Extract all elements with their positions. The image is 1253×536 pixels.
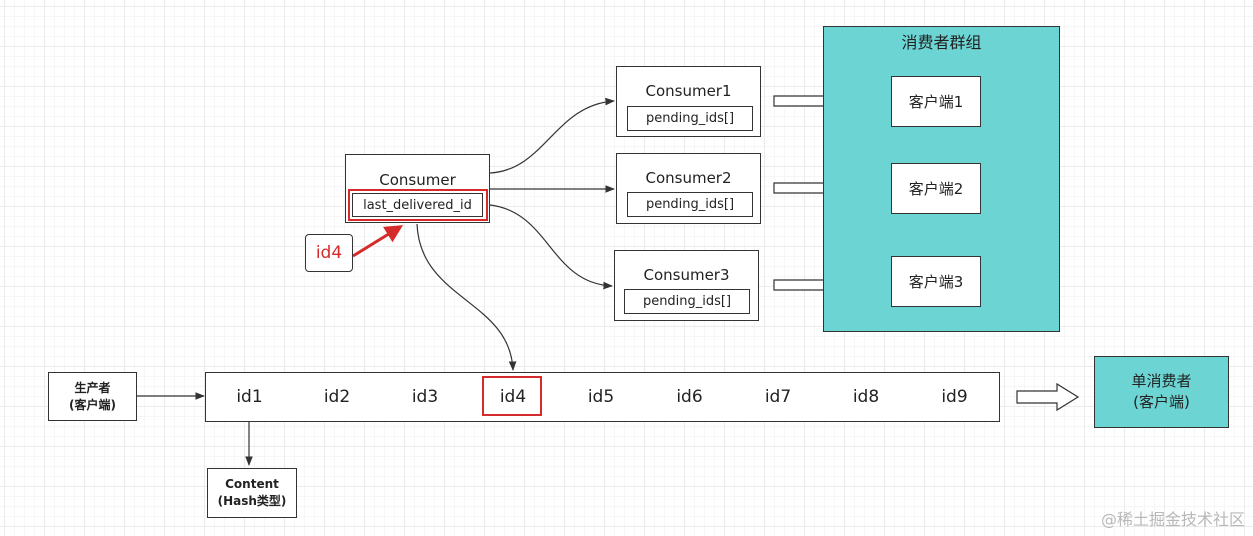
consumer3-pending-ids: pending_ids[] bbox=[624, 289, 750, 314]
content-label: Content bbox=[225, 477, 279, 491]
stream-entry-id3: id3 bbox=[381, 372, 470, 422]
id4-badge: id4 bbox=[305, 234, 353, 272]
consumer-label: Consumer bbox=[379, 171, 456, 189]
stream-entry-id9: id9 bbox=[910, 372, 1000, 422]
producer-sublabel: (客户端) bbox=[69, 397, 116, 412]
producer-label: 生产者 bbox=[74, 380, 111, 395]
client-2: 客户端2 bbox=[891, 163, 981, 214]
edge-consumer-to-consumer3 bbox=[489, 204, 613, 290]
client-1: 客户端1 bbox=[891, 76, 981, 127]
consumer-group-title: 消费者群组 bbox=[901, 33, 982, 52]
consumer2-label: Consumer2 bbox=[645, 169, 732, 187]
consumer2-pending-ids: pending_ids[] bbox=[627, 192, 753, 217]
consumer3-label: Consumer3 bbox=[643, 266, 730, 284]
stream-entry-id2: id2 bbox=[293, 372, 382, 422]
last-delivered-id-highlight bbox=[348, 189, 488, 221]
stream-entry-id1: id1 bbox=[205, 372, 294, 422]
consumer1-label: Consumer1 bbox=[645, 82, 732, 100]
edge-id4-badge-to-consumer bbox=[352, 225, 404, 258]
producer-node: 生产者 (客户端) bbox=[48, 372, 137, 421]
stream-entry-id5: id5 bbox=[557, 372, 646, 422]
stream-entry-id7: id7 bbox=[734, 372, 823, 422]
block-arrow-single-consumer bbox=[1016, 382, 1080, 412]
single-consumer-sublabel: (客户端) bbox=[1133, 393, 1190, 411]
content-node: Content (Hash类型) bbox=[207, 468, 297, 518]
stream-entry-id6: id6 bbox=[645, 372, 735, 422]
edge-consumer-to-consumer1 bbox=[489, 97, 615, 174]
content-sublabel: (Hash类型) bbox=[217, 494, 287, 508]
single-consumer-node: 单消费者 (客户端) bbox=[1094, 356, 1229, 428]
stream-entry-id8: id8 bbox=[822, 372, 911, 422]
client-3: 客户端3 bbox=[891, 256, 981, 307]
consumer1-pending-ids: pending_ids[] bbox=[627, 106, 753, 131]
edge-consumer-to-stream bbox=[416, 223, 517, 371]
last-delivered-id-field: last_delivered_id bbox=[352, 193, 483, 217]
single-consumer-label: 单消费者 bbox=[1131, 372, 1192, 390]
watermark: @稀土掘金技术社区 bbox=[1100, 510, 1245, 529]
id4-entry-highlight bbox=[482, 376, 542, 416]
